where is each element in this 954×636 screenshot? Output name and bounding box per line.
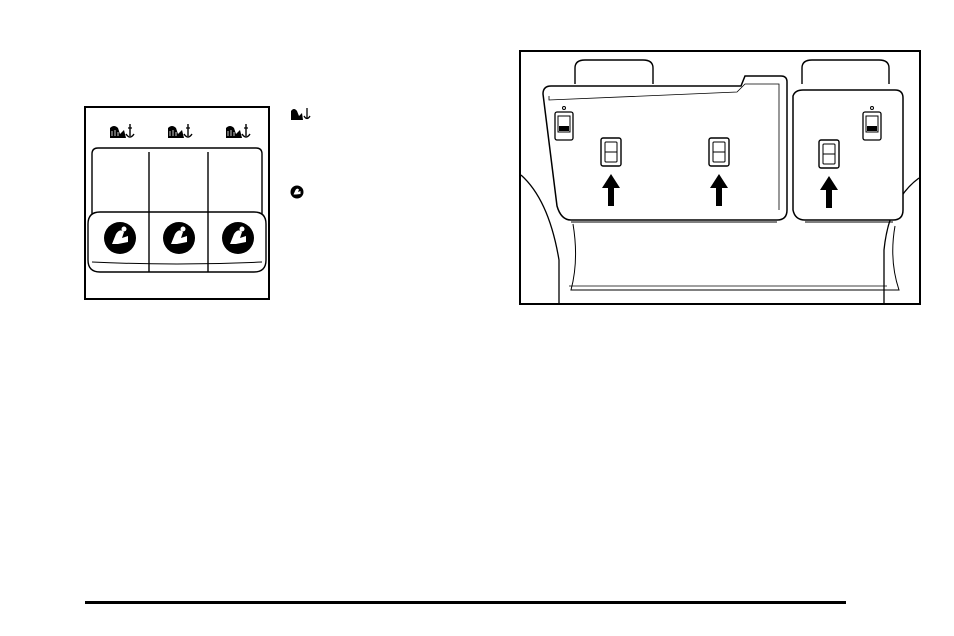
seatback-left <box>543 76 787 220</box>
child-seat-lower-anchor-icon <box>104 222 136 254</box>
footer-rule <box>85 601 846 604</box>
headrest-left <box>575 60 653 84</box>
seat-anchor-diagram <box>84 106 270 300</box>
seatback <box>92 148 262 216</box>
child-seat-lower-anchor-icon <box>163 222 195 254</box>
cargo-anchor-diagram <box>519 50 921 305</box>
legend-tether-anchor-icon <box>290 106 312 124</box>
seat-release-latch-right <box>863 107 881 141</box>
tether-anchor-left <box>601 138 621 166</box>
legend-lower-anchor-icon <box>290 185 304 199</box>
tether-anchor-center <box>709 138 729 166</box>
seat-release-latch-left <box>555 107 573 141</box>
headrest-right <box>802 60 889 84</box>
tether-anchor-right <box>819 140 839 168</box>
child-seat-lower-anchor-icon <box>222 222 254 254</box>
seatback-right <box>793 90 903 220</box>
